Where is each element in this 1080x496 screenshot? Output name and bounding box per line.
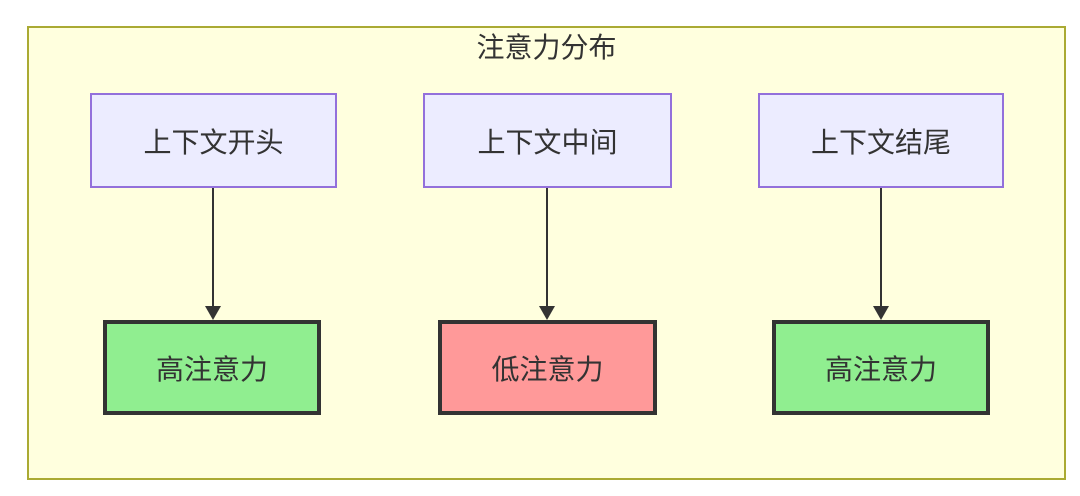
- node-high-attention-left: 高注意力: [103, 320, 321, 415]
- node-context-end: 上下文结尾: [758, 93, 1004, 188]
- node-low-attention: 低注意力: [438, 320, 657, 415]
- edge-context-middle-to-low: [546, 188, 548, 307]
- node-context-start: 上下文开头: [90, 93, 337, 188]
- arrowhead-icon: [205, 306, 221, 320]
- arrowhead-icon: [873, 306, 889, 320]
- edge-context-start-to-high: [212, 188, 214, 307]
- edge-context-end-to-high: [880, 188, 882, 307]
- cluster-title: 注意力分布: [476, 32, 617, 63]
- arrowhead-icon: [539, 306, 555, 320]
- node-context-middle: 上下文中间: [423, 93, 672, 188]
- node-high-attention-right: 高注意力: [772, 320, 990, 415]
